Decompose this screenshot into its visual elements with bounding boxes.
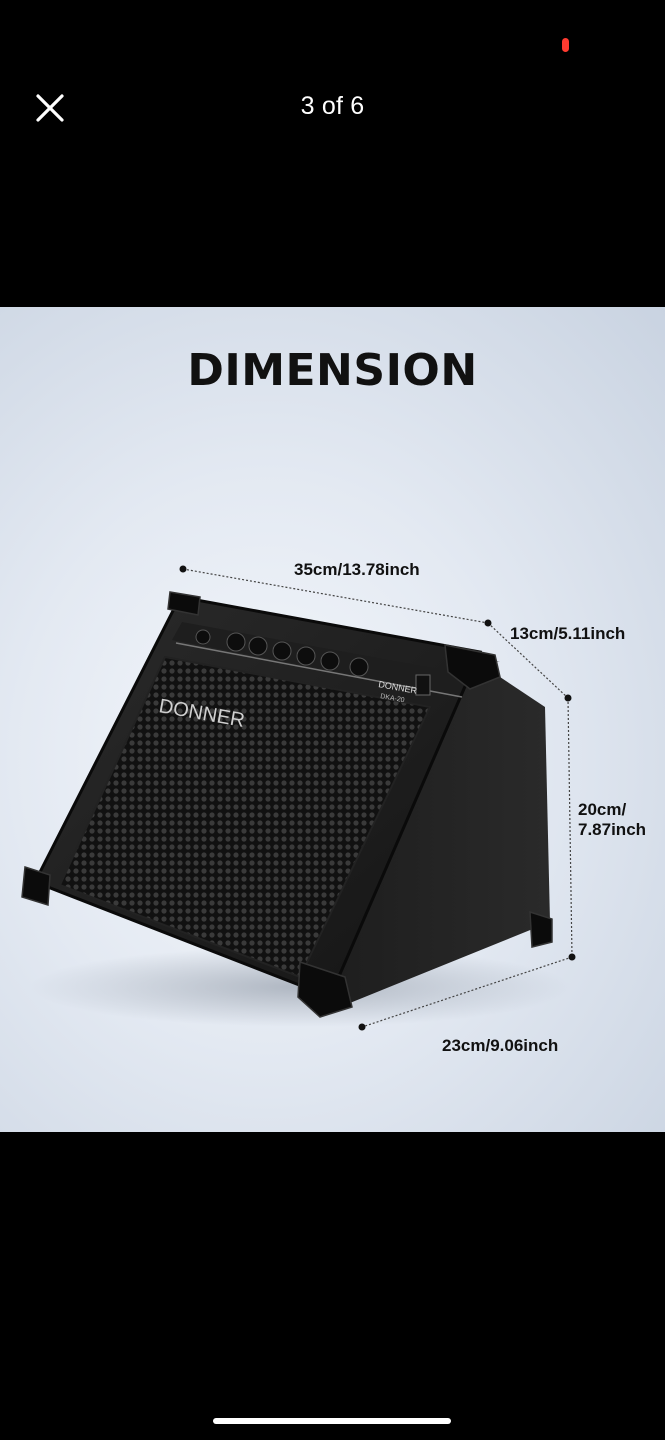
- power-switch: [415, 674, 431, 696]
- height-dimension-line1: 20cm/: [578, 800, 627, 819]
- top-depth-dimension: 13cm/5.11inch: [510, 624, 626, 643]
- control-knobs: [195, 629, 369, 677]
- height-dimension-line2: 7.87inch: [578, 820, 647, 839]
- close-button[interactable]: [30, 88, 70, 128]
- dimension-points: [179, 565, 576, 1031]
- width-dimension: 35cm/13.78inch: [294, 560, 420, 579]
- image-counter: 3 of 6: [300, 92, 365, 120]
- home-indicator[interactable]: [213, 1418, 451, 1424]
- dimension-title: DIMENSION: [187, 345, 478, 396]
- dimension-lines: [182, 568, 573, 1028]
- recording-indicator: [562, 38, 569, 52]
- amplifier-illustration: DONNER DONNER DKA-20: [21, 565, 576, 1031]
- bottom-depth-dimension: 23cm/9.06inch: [442, 1036, 559, 1055]
- close-icon: [36, 94, 64, 122]
- panel-model: DKA-20: [380, 693, 405, 704]
- corner-protectors: [21, 591, 553, 1018]
- product-image[interactable]: DIMENSION: [0, 307, 665, 1132]
